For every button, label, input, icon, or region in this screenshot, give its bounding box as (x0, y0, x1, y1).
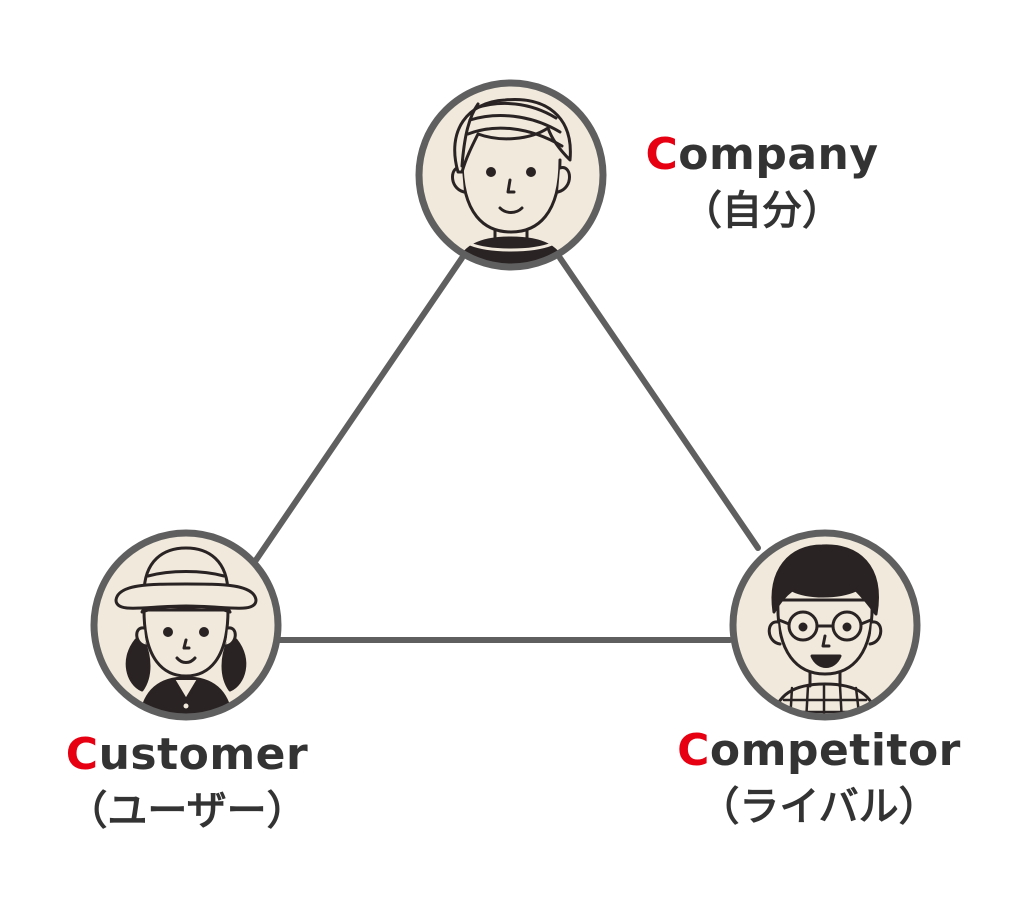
company-name-rest: ompany (678, 129, 879, 180)
man-avatar-icon (415, 79, 607, 271)
customer-label: Customer （ユーザー） (52, 729, 322, 835)
customer-initial: C (65, 729, 99, 780)
customer-japanese: （ユーザー） (67, 788, 307, 835)
customer-name-rest: ustomer (98, 729, 309, 780)
triangle-edges (253, 255, 761, 643)
competitor-initial: C (677, 725, 710, 776)
company-label: Company （自分） (632, 129, 892, 235)
company-name: Company (632, 129, 892, 180)
company-japanese: （自分） (682, 188, 842, 235)
competitor-name-rest: ompetitor (709, 725, 961, 776)
glasses-man-avatar-icon (729, 529, 921, 721)
competitor-label: Competitor （ライバル） (664, 725, 974, 831)
company-initial: C (645, 129, 679, 180)
girl-avatar-icon (90, 529, 282, 721)
edge-company-customer (253, 255, 465, 563)
competitor-name: Competitor (664, 725, 974, 776)
competitor-japanese: （ライバル） (699, 784, 939, 831)
customer-name: Customer (52, 729, 322, 780)
edge-company-competitor (557, 255, 761, 551)
